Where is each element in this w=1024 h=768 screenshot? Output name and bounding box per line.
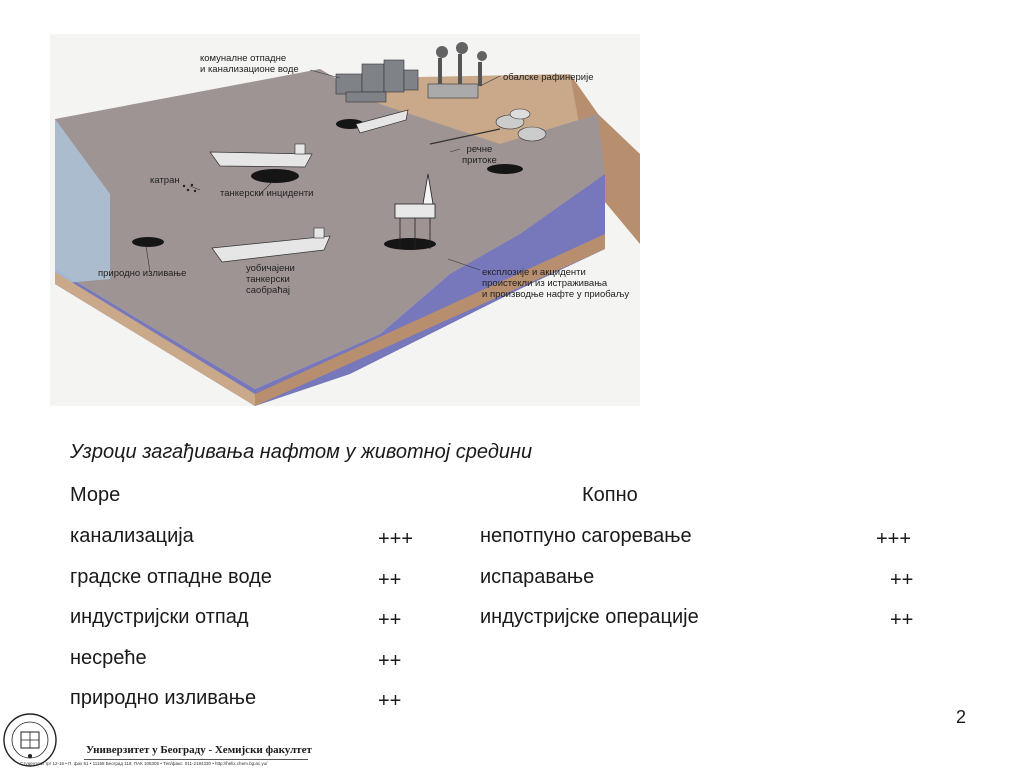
- label-explosions-line-3: и производње нафте у приобаљу: [482, 289, 630, 300]
- tanker-ship-1: [209, 143, 313, 168]
- label-rivers-line-1: речне: [466, 144, 493, 155]
- sea-item-label: природно изливање: [70, 687, 257, 709]
- label-tanker-traffic: уобичајени танкерски саобраћај: [246, 263, 295, 296]
- refinery: [427, 42, 547, 145]
- land-item-label: испаравање: [480, 566, 595, 588]
- tanker-ship-3: [355, 109, 409, 134]
- label-refineries: обалске рафинерије: [503, 72, 594, 83]
- label-rivers-line-2: притоке: [462, 155, 497, 166]
- land-slope: [570, 74, 640, 244]
- sea-item-label: несреће: [70, 647, 147, 669]
- sea-item-score: ++: [378, 690, 402, 712]
- sediment-front: [55, 272, 255, 406]
- land-item-score: ++: [890, 569, 914, 591]
- label-sewage-line-1: комуналне отпадне: [200, 53, 287, 64]
- column-header-sea: Море: [70, 484, 121, 506]
- land-item-score: ++: [890, 609, 914, 631]
- label-natural-leaks: природно изливање: [98, 268, 187, 279]
- sea-item-score: ++: [378, 650, 402, 672]
- university-seal-icon: [3, 713, 57, 767]
- label-tanker-incidents: танкерски инциденти: [220, 188, 314, 199]
- sea-item-label: индустријски отпад: [70, 606, 249, 628]
- oil-platform: [394, 173, 436, 249]
- label-tanker-traffic-line-1: уобичајени: [246, 263, 295, 274]
- label-tar: катран: [150, 175, 180, 186]
- page-number: 2: [955, 707, 966, 727]
- illustration-drawing: [50, 34, 640, 406]
- label-rivers: речне притоке: [462, 144, 497, 166]
- label-tanker-traffic-line-3: саобраћај: [246, 285, 291, 296]
- label-sewage-line-2: и канализационе воде: [200, 64, 299, 75]
- city-buildings: [335, 59, 419, 103]
- label-sewage: комуналне отпадне и канализационе воде: [200, 53, 299, 75]
- sediment-side: [255, 234, 605, 406]
- footer-institution: Универзитет у Београду - Хемијски факулт…: [86, 744, 312, 756]
- sea-surface: [55, 69, 605, 389]
- footer-divider: [84, 759, 308, 760]
- leader-lines: [145, 69, 501, 273]
- water-side: [55, 119, 110, 284]
- sea-item-score: +++: [378, 528, 414, 550]
- label-tanker-traffic-line-2: танкерски: [246, 274, 290, 285]
- oil-pollution-illustration: комуналне отпадне и канализационе воде о…: [50, 34, 640, 406]
- tar-specks: [182, 183, 197, 193]
- column-header-land: Копно: [582, 484, 638, 506]
- footer: [0, 712, 320, 768]
- label-explosions-line-2: проистекли из истраживања: [482, 278, 608, 289]
- land-item-score: +++: [876, 528, 912, 550]
- land-item-label: индустријске операције: [480, 606, 699, 628]
- footer-address: Студентски трг 12-16 • П. фах 51 • 11158…: [20, 761, 268, 766]
- land-item-label: непотпуно сагоревање: [480, 525, 692, 547]
- sea-item-score: ++: [378, 609, 402, 631]
- slide-caption: Узроци загађивања нафтом у животној сред…: [70, 441, 533, 463]
- label-explosions-line-1: експлозије и акциденти: [482, 267, 586, 278]
- sea-item-score: ++: [378, 569, 402, 591]
- sea-item-label: градске отпадне воде: [70, 566, 272, 588]
- label-explosions: експлозије и акциденти проистекли из ист…: [482, 267, 629, 300]
- sea-item-label: канализација: [70, 525, 194, 547]
- tanker-ship-2: [211, 227, 331, 263]
